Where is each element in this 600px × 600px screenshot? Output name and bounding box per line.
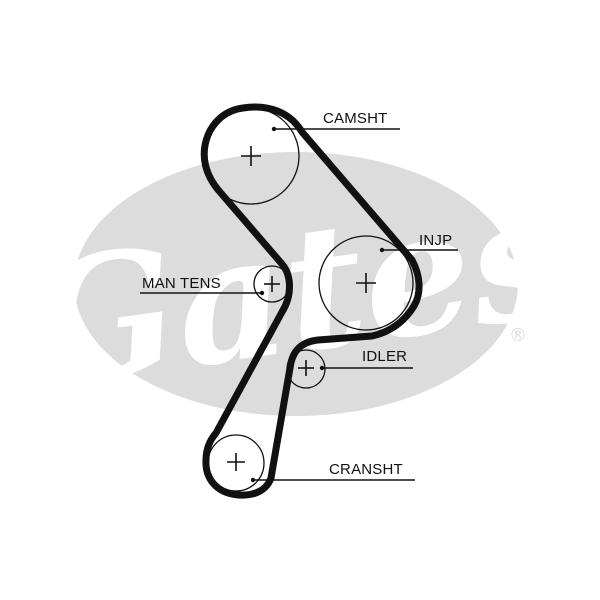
component-labels: CAMSHT INJP MAN TENS IDLER CRANSHT xyxy=(142,110,452,478)
watermark-registered-mark: ® xyxy=(509,325,527,346)
label-camsht: CAMSHT xyxy=(323,110,388,127)
idler-leader xyxy=(319,365,413,371)
timing-belt xyxy=(200,103,423,499)
injection-pump-pulley xyxy=(318,235,414,331)
crankshaft-center-cross xyxy=(227,453,245,471)
label-mantens: MAN TENS xyxy=(142,275,221,292)
cransht-leader xyxy=(250,477,415,483)
watermark-ellipse xyxy=(74,152,518,416)
mantens-leader xyxy=(140,290,265,296)
label-idler: IDLER xyxy=(362,348,407,365)
camshaft-center-cross xyxy=(241,146,261,166)
injection-pump-center-cross xyxy=(356,273,376,293)
idler-center-cross xyxy=(298,360,314,376)
injp-leader xyxy=(379,247,458,253)
label-cransht: CRANSHT xyxy=(329,461,403,478)
label-injp: INJP xyxy=(419,232,452,249)
pulley-centers xyxy=(227,146,376,471)
manual-tensioner-center-cross xyxy=(264,276,280,292)
camsht-leader xyxy=(271,126,400,132)
leader-lines xyxy=(140,126,458,483)
